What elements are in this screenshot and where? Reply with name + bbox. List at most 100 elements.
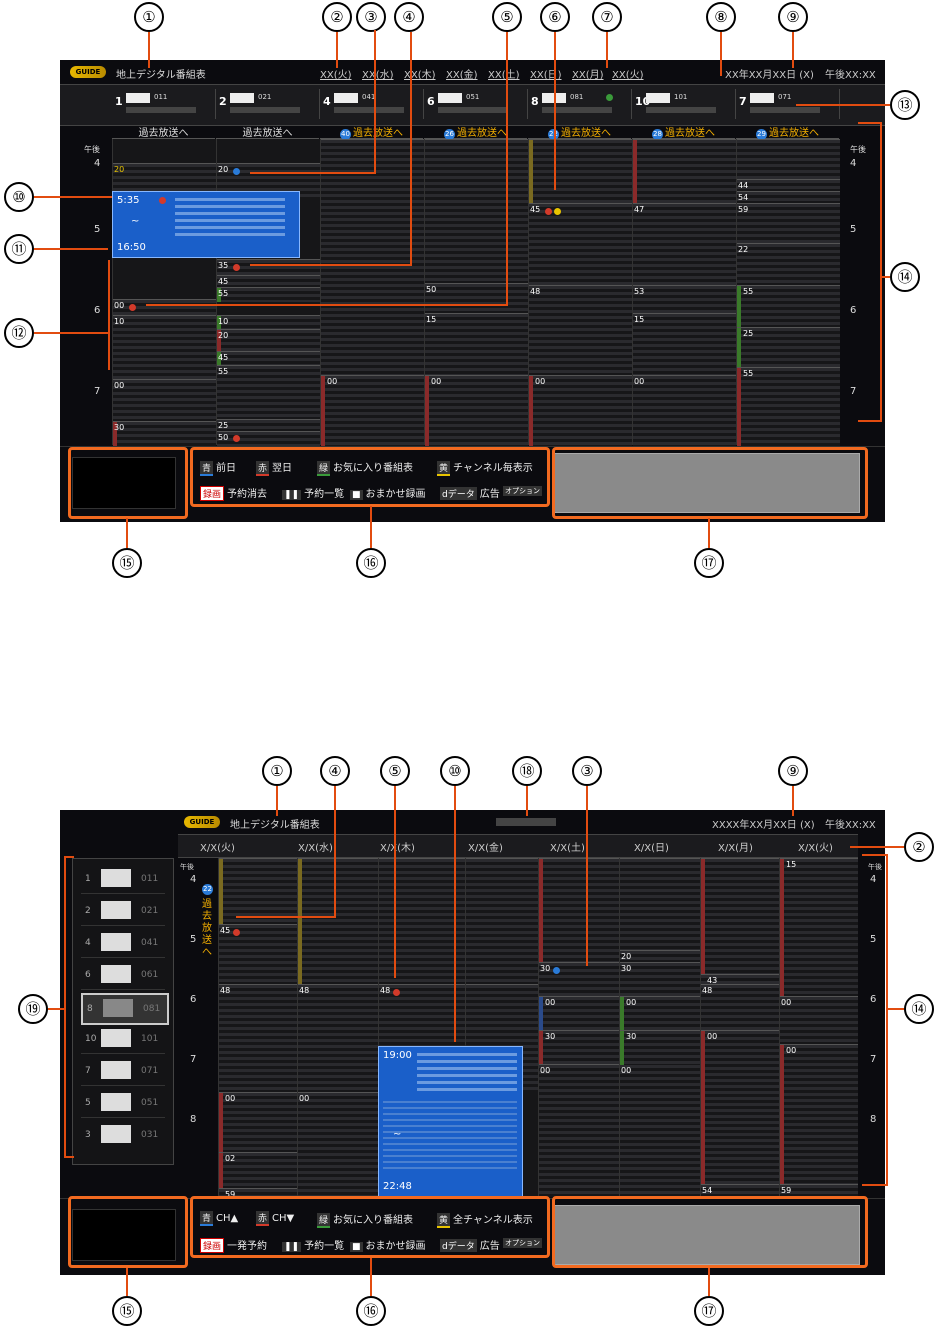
day-tab[interactable]: XX(木) bbox=[404, 70, 436, 81]
d-data-button[interactable]: dデータ広告 bbox=[440, 1239, 500, 1252]
program-cell[interactable]: 43 bbox=[701, 974, 779, 985]
program-cell[interactable]: 00 bbox=[620, 996, 700, 1031]
program-cell[interactable]: 30 bbox=[539, 962, 619, 997]
blue-button[interactable]: 青前日 bbox=[200, 461, 237, 476]
program-cell[interactable]: 45 bbox=[217, 275, 320, 288]
program-cell[interactable] bbox=[529, 139, 632, 204]
program-cell[interactable]: 00 bbox=[539, 996, 619, 1031]
program-cell[interactable]: 48 bbox=[529, 285, 632, 376]
program-cell[interactable]: 00 bbox=[780, 996, 858, 1045]
program-cell[interactable]: 00 bbox=[425, 375, 528, 446]
program-cell[interactable]: 15 bbox=[780, 858, 858, 997]
program-cell[interactable]: 20 bbox=[113, 163, 216, 194]
program-cell[interactable]: 00 bbox=[113, 299, 216, 316]
program-cell[interactable]: 02 bbox=[219, 1152, 297, 1189]
program-cell[interactable] bbox=[633, 139, 736, 204]
program-cell[interactable]: 59 bbox=[219, 1188, 297, 1199]
selected-program-cursor[interactable]: 19:00 ~ 22:48 bbox=[378, 1046, 523, 1198]
program-cell[interactable] bbox=[737, 139, 840, 180]
program-cell[interactable]: 30 bbox=[620, 1030, 700, 1065]
program-cell[interactable]: 55 bbox=[737, 367, 840, 446]
program-cell[interactable]: 30 bbox=[620, 962, 700, 997]
program-cell[interactable]: 48 bbox=[219, 984, 297, 1093]
day-tab[interactable]: X/X(火) bbox=[798, 843, 833, 854]
day-tab[interactable]: X/X(土) bbox=[550, 843, 585, 854]
pause-button[interactable]: ❚❚予約一覧 bbox=[282, 1241, 345, 1252]
option-button[interactable]: オプション bbox=[503, 486, 542, 496]
program-cell[interactable]: 10 bbox=[113, 315, 216, 380]
day-tab[interactable]: X/X(水) bbox=[298, 843, 333, 854]
stop-button[interactable]: ■おまかせ録画 bbox=[350, 489, 426, 500]
yellow-button[interactable]: 黄チャンネル毎表示 bbox=[437, 461, 533, 476]
program-cell[interactable]: 00 bbox=[219, 1092, 297, 1153]
program-cell[interactable]: 50 bbox=[217, 431, 320, 446]
program-cell[interactable]: 00 bbox=[113, 379, 216, 422]
program-cell[interactable]: 53 bbox=[633, 285, 736, 314]
stop-button[interactable]: ■おまかせ録画 bbox=[350, 1241, 426, 1252]
program-cell[interactable]: 00 bbox=[298, 1092, 378, 1197]
program-cell[interactable]: 59 bbox=[737, 203, 840, 244]
record-button[interactable]: 録画一発予約 bbox=[200, 1237, 267, 1253]
program-cell[interactable]: 00 bbox=[539, 1064, 619, 1197]
program-cell[interactable]: 30 bbox=[539, 1030, 619, 1065]
program-cell[interactable]: 00 bbox=[780, 1044, 858, 1185]
past-broadcast-link[interactable]: 過去放送へ bbox=[112, 124, 215, 139]
day-tab[interactable]: XX(水) bbox=[362, 70, 394, 81]
program-cell[interactable]: 00 bbox=[321, 375, 424, 446]
program-cell[interactable] bbox=[321, 139, 424, 376]
day-tab[interactable]: X/X(木) bbox=[380, 843, 415, 854]
past-broadcast-link[interactable]: 22 過去放送へ bbox=[202, 884, 213, 958]
program-cell[interactable] bbox=[219, 858, 297, 925]
program-cell[interactable]: 45 bbox=[219, 924, 297, 985]
program-cell[interactable]: 44 bbox=[737, 179, 840, 192]
program-cell[interactable] bbox=[379, 858, 465, 985]
program-cell[interactable]: 10 bbox=[217, 315, 320, 330]
program-cell[interactable] bbox=[701, 858, 779, 975]
day-tab[interactable]: XX(金) bbox=[446, 70, 478, 81]
selected-program-cursor[interactable]: 5:35 ~ 16:50 bbox=[112, 191, 300, 258]
program-cell[interactable]: 00 bbox=[633, 375, 736, 446]
program-cell[interactable]: 48 bbox=[701, 984, 779, 1031]
program-cell[interactable]: 25 bbox=[217, 419, 320, 432]
program-cell[interactable]: 20 bbox=[620, 950, 700, 963]
day-tab[interactable]: X/X(金) bbox=[468, 843, 503, 854]
program-cell[interactable]: 15 bbox=[633, 313, 736, 376]
program-cell[interactable]: 54 bbox=[737, 191, 840, 204]
program-cell[interactable] bbox=[298, 858, 378, 985]
program-cell[interactable]: 55 bbox=[217, 287, 320, 302]
day-tab[interactable]: XX(月) bbox=[572, 70, 604, 81]
day-tab[interactable]: X/X(日) bbox=[634, 843, 669, 854]
program-cell[interactable]: 54 bbox=[701, 1184, 779, 1197]
program-cell[interactable] bbox=[425, 139, 528, 284]
option-button[interactable]: オプション bbox=[503, 1238, 542, 1248]
program-cell[interactable]: 48 bbox=[298, 984, 378, 1093]
program-cell[interactable]: 45 bbox=[529, 203, 632, 286]
program-cell[interactable]: 45 bbox=[217, 351, 320, 366]
program-cell[interactable]: 00 bbox=[620, 1064, 700, 1197]
program-cell[interactable]: 35 bbox=[217, 259, 320, 276]
record-button[interactable]: 録画予約消去 bbox=[200, 485, 267, 501]
program-cell[interactable] bbox=[466, 858, 538, 985]
day-tab[interactable]: XX(日) bbox=[530, 70, 562, 81]
program-cell[interactable]: 20 bbox=[217, 329, 320, 352]
day-tab[interactable]: X/X(月) bbox=[718, 843, 753, 854]
program-cell[interactable]: 59 bbox=[780, 1184, 858, 1197]
program-cell[interactable]: 00 bbox=[701, 1030, 779, 1185]
